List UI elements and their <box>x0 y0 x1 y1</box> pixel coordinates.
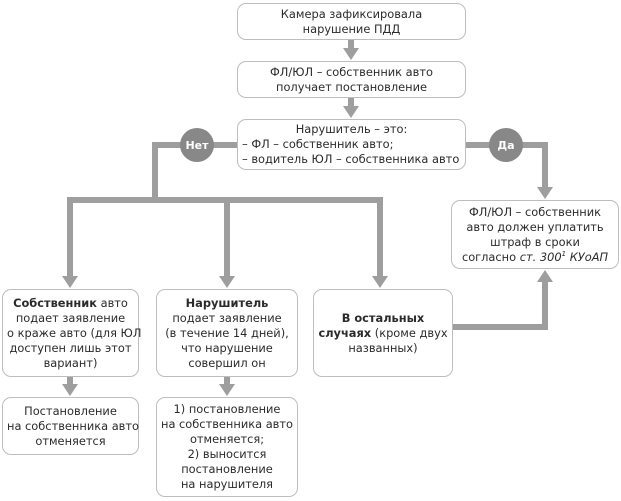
theft-line-3: о краже авто (для ЮЛ <box>7 325 142 340</box>
issue-line-4: 2) выносится <box>187 447 267 461</box>
issue-line-3: отменяется; <box>189 432 265 446</box>
statement-line-3: (в течение 14 дней), <box>165 325 289 340</box>
cancelled-line-1: Постановление <box>24 403 117 418</box>
camera-line-2: нарушение ПДД <box>302 21 401 36</box>
issue-line-2: на собственника авто <box>161 417 293 431</box>
statement-line-2: подает заявление <box>172 310 282 325</box>
theft-line-1: Собственник авто <box>7 296 134 311</box>
statement-line-4: что нарушение <box>181 340 273 355</box>
violator-is-line-3: – водитель ЮЛ – собственника авто <box>242 152 460 166</box>
box-owner-must-pay: ФЛ/ЮЛ – собственник авто должен уплатить… <box>451 200 619 269</box>
pay-article-sup: 1 <box>561 249 567 258</box>
violator-is-line-2: – ФЛ – собственник авто; <box>242 137 394 151</box>
pay-line-3: штраф в сроки <box>490 234 580 249</box>
pay-line-2: авто должен уплатить <box>466 219 604 234</box>
pay-line-4: согласно ст. 3001 КУоАП <box>456 250 614 265</box>
other-line-2: случаях (кроме двух <box>318 326 448 341</box>
badge-no: Нет <box>180 128 214 162</box>
box-violator-statement: Нарушитель подает заявление (в течение 1… <box>156 289 298 377</box>
box-owner-theft-statement: Собственник авто подает заявление о краж… <box>2 289 142 377</box>
box-violator-is: Нарушитель – это: – ФЛ – собственник авт… <box>237 119 466 170</box>
other-cases-bold: случаях <box>318 325 372 340</box>
arrow-to-pay <box>537 187 553 199</box>
owner-line-1: ФЛ/ЮЛ – собственник авто <box>270 64 433 79</box>
arrow-other-to-pay <box>537 270 553 282</box>
pay-line-1: ФЛ/ЮЛ – собственник <box>468 204 602 219</box>
theft-line-4: доступен лишь этот <box>9 340 132 355</box>
theft-line-2: подает заявление <box>15 310 126 325</box>
box-owner-receives-decision: ФЛ/ЮЛ – собственник авто получает постан… <box>237 61 466 98</box>
arrow-to-other <box>372 276 388 288</box>
statement-line-5: совершил он <box>188 355 266 370</box>
box-other-cases: В остальных случаях (кроме двух названны… <box>313 289 453 377</box>
owner-line-2: получает постановление <box>276 79 427 94</box>
box-cancel-and-issue: 1) постановление на собственника авто от… <box>156 397 298 497</box>
other-cases-rest: (кроме двух <box>371 325 448 340</box>
theft-owner-bold: Собственник <box>13 295 97 310</box>
issue-line-5: постановление <box>181 462 273 476</box>
arrow-to-cancelled <box>62 384 78 396</box>
issue-line-1: 1) постановление <box>173 402 281 416</box>
camera-line-1: Камера зафиксировала <box>280 6 423 21</box>
arrow-to-issue <box>219 384 235 396</box>
statement-line-1: Нарушитель <box>185 295 269 310</box>
arrow-to-theft <box>62 276 78 288</box>
pay-article: ст. 300 <box>519 249 562 264</box>
box-decision-cancelled: Постановление на собственника авто отмен… <box>2 397 139 455</box>
arrow-to-violator-is <box>343 106 359 118</box>
issue-line-6: на нарушителя <box>180 477 274 491</box>
pay-code: КУоАП <box>566 249 609 264</box>
box-camera-recorded: Камера зафиксировала нарушение ПДД <box>237 3 466 40</box>
theft-owner-rest: авто <box>96 295 128 310</box>
other-line-3: названных) <box>348 340 418 355</box>
cancelled-line-2: на собственника авто <box>7 418 139 433</box>
violator-is-line-1: Нарушитель – это: <box>295 122 408 136</box>
cancelled-line-3: отменяется <box>35 433 106 448</box>
theft-line-5: вариант) <box>43 355 98 370</box>
pay-line-4-prefix: согласно <box>461 249 520 264</box>
other-line-1: В остальных <box>341 310 425 325</box>
arrow-to-owner <box>343 48 359 60</box>
badge-yes: Да <box>489 128 523 162</box>
arrow-to-statement <box>219 276 235 288</box>
